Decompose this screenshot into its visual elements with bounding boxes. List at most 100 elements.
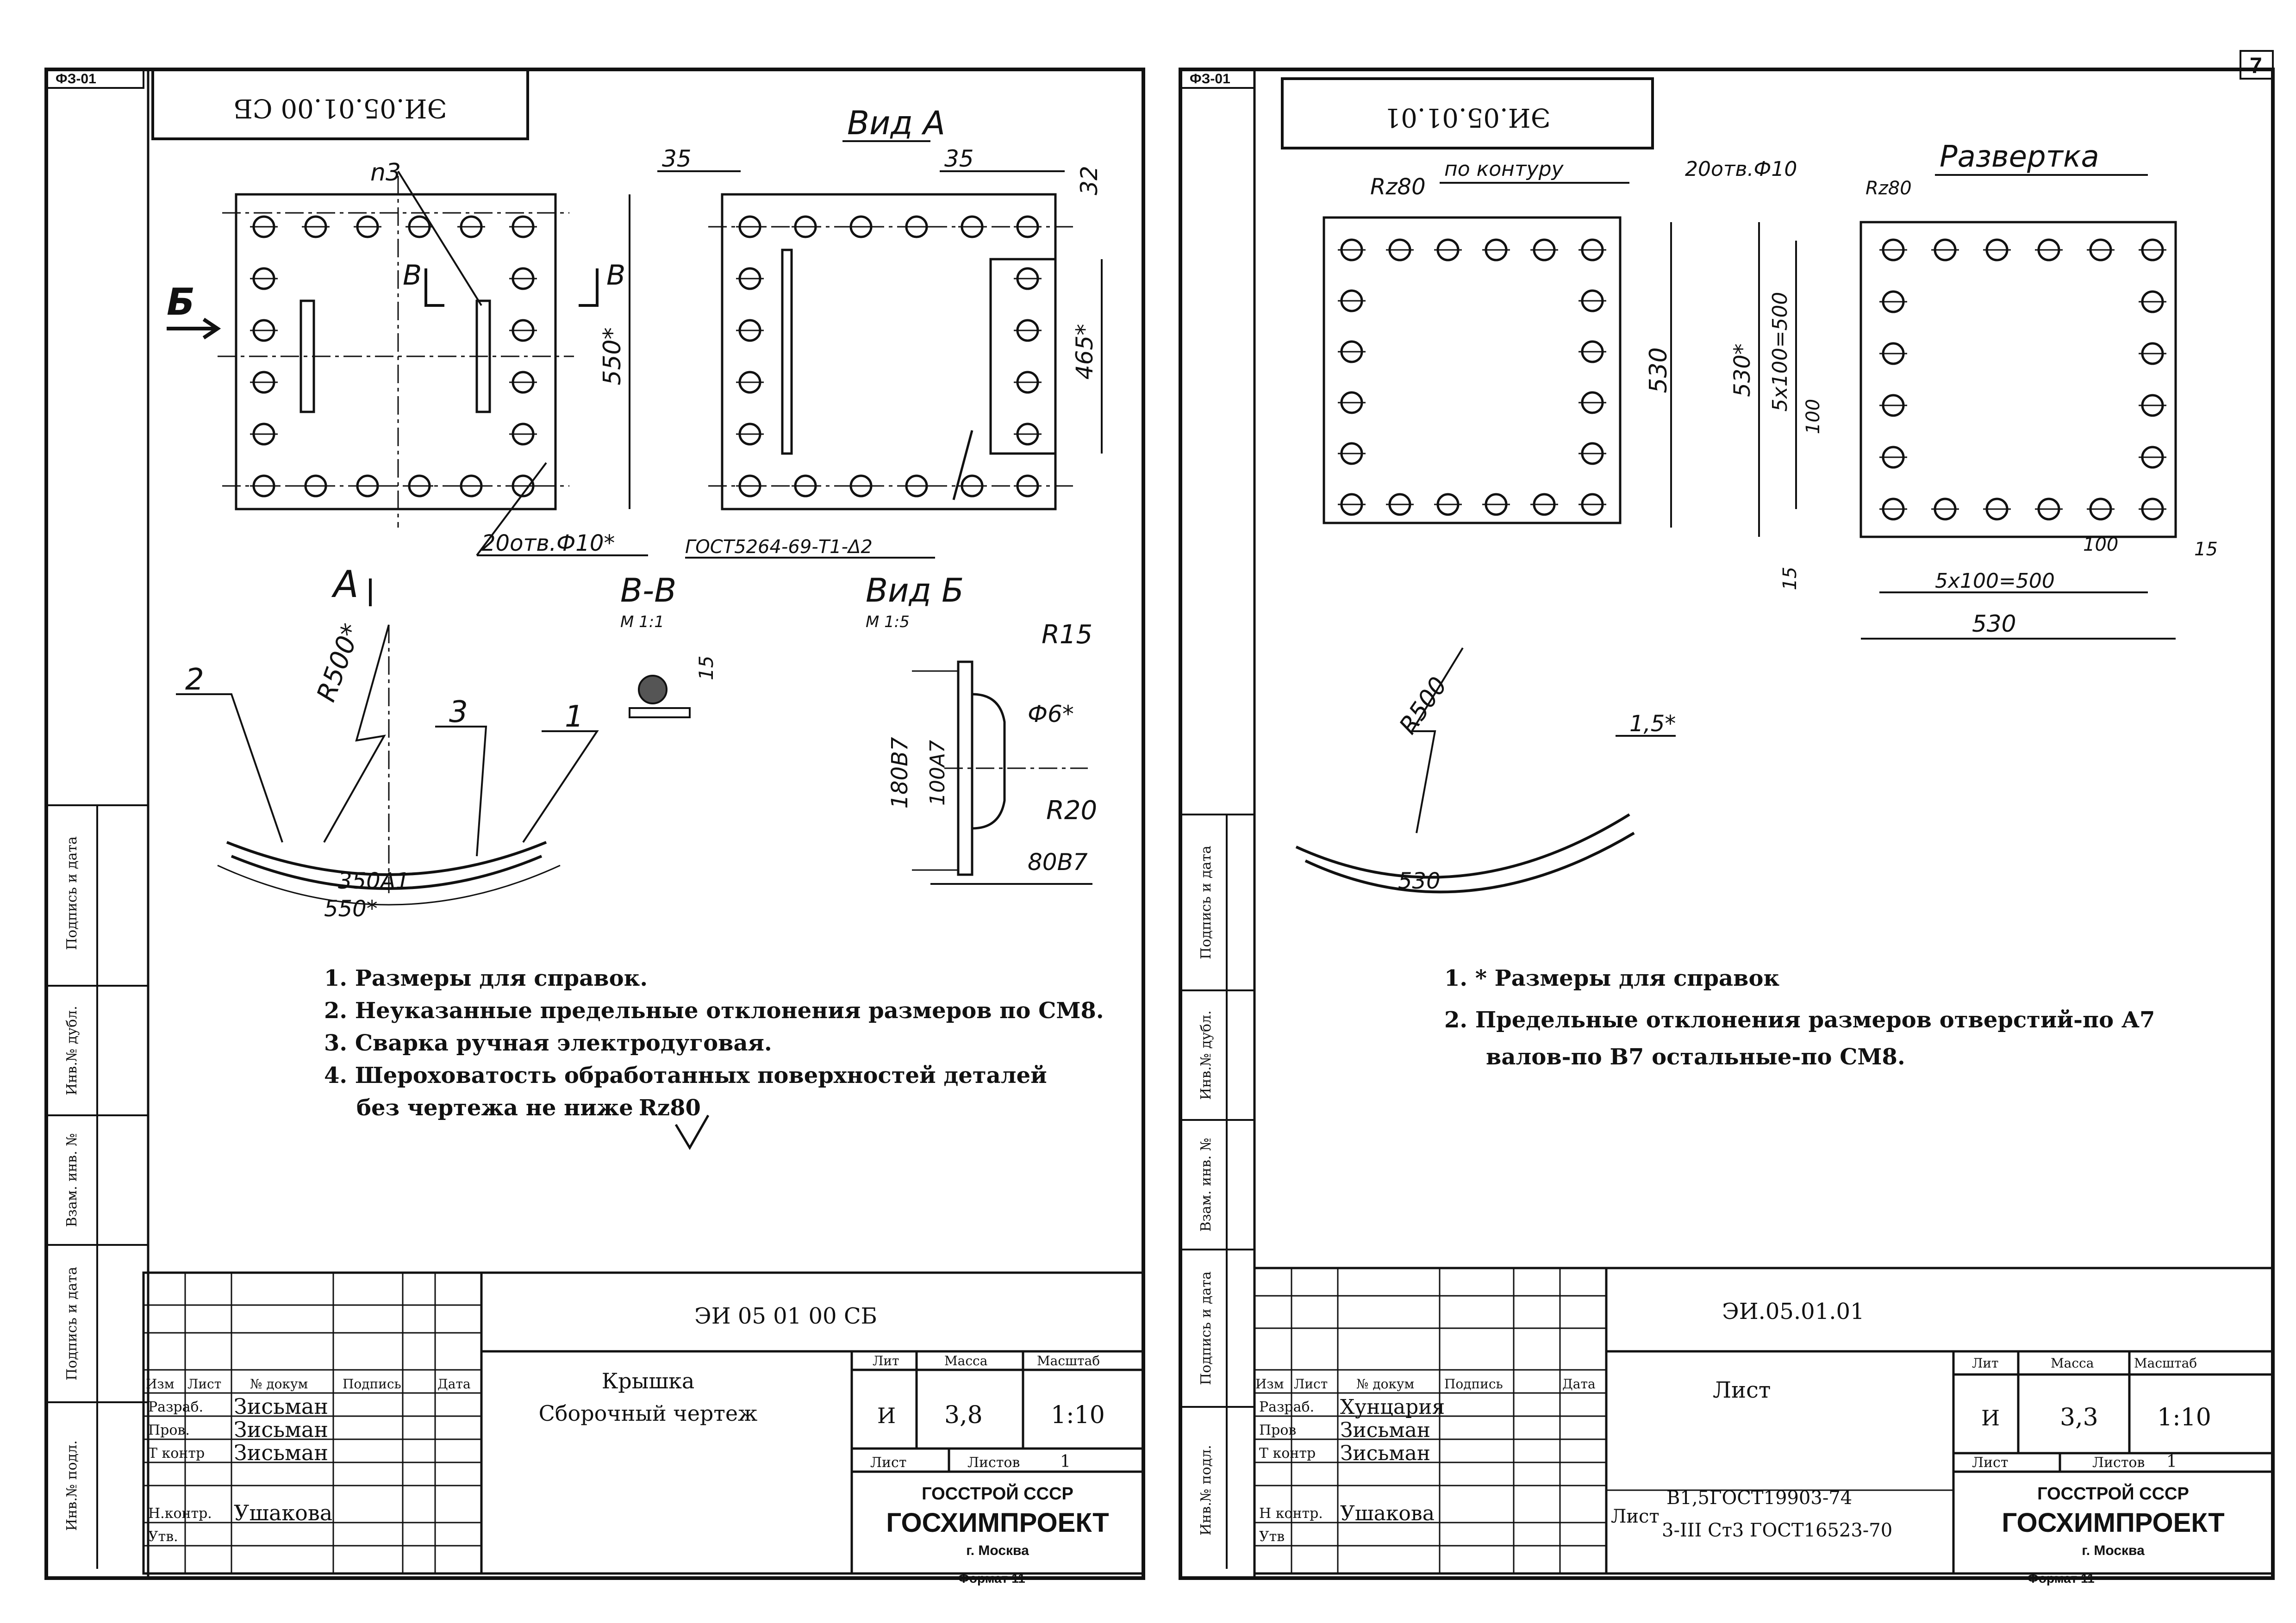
dim-550: 550*: [599, 327, 626, 385]
sheet1-title-text: Изм Лист № докум Подпись Дата Разраб. Пр…: [146, 1303, 1109, 1586]
sheets-label: Листов: [2092, 1455, 2145, 1471]
name-dev: Зисьман: [234, 1394, 328, 1419]
sheet-2: [1179, 50, 2275, 1580]
role-check: Пров: [1259, 1422, 1296, 1438]
col-doc: № докум: [250, 1376, 308, 1392]
role-tcontr: Т контр: [1259, 1445, 1316, 1461]
col-sign: Подпись: [1444, 1376, 1503, 1392]
role-approve: Утв.: [148, 1529, 178, 1545]
role-check: Пров.: [148, 1422, 190, 1438]
scale-value: 1:10: [2157, 1404, 2211, 1431]
sheet1-plate-holes: [250, 215, 537, 497]
col-list: Лист: [187, 1376, 221, 1392]
side-label: Подпись и дата: [1198, 1271, 1214, 1385]
r15: R15: [1042, 620, 1092, 650]
role-dev: Разраб.: [1259, 1399, 1314, 1415]
note-2: 2. Предельные отклонения размеров отверс…: [1444, 1007, 2155, 1033]
section-bb-scale: М 1:1: [620, 613, 664, 631]
material-top: В1,5ГОСТ19903-74: [1666, 1487, 1852, 1509]
doc-number: ЭИ.05.01.01: [1722, 1299, 1865, 1325]
sheet2-title-block: [1253, 1267, 2274, 1575]
dim-35-right: 35: [944, 145, 974, 172]
view-a-title: Вид А: [847, 104, 945, 142]
dim-32: 32: [1076, 166, 1103, 195]
label-contour: по контуру: [1444, 157, 1564, 181]
role-tcontr: Т контр: [148, 1445, 205, 1461]
org-1: ГОССТРОЙ СССР: [922, 1483, 1073, 1504]
section-bb-rod: [638, 675, 668, 704]
role-dev: Разраб.: [148, 1399, 203, 1415]
sheet-label: Лист: [1972, 1455, 2008, 1471]
arrow-v2-label: В: [606, 259, 625, 292]
sheet1-view-a-holes: [736, 215, 1042, 497]
label-rz: Rz80: [1370, 174, 1426, 200]
sheets-label: Листов: [967, 1455, 1020, 1471]
thick: 1,5*: [1629, 711, 1676, 737]
sheet1-view-b: [912, 660, 1088, 876]
note-3: 3. Сварка ручная электродуговая.: [324, 1030, 772, 1056]
label-gost-weld: ГОСТ5264-69-Т1-Δ2: [685, 536, 873, 558]
part-2: 2: [185, 663, 204, 697]
sheet1-notes: 1. Размеры для справок. 2. Неуказанные п…: [324, 965, 1104, 1150]
arrow-v1-label: В: [403, 259, 422, 292]
sheet2-razvertka-holes: [1879, 238, 2166, 521]
side-label: Подпись и дата: [64, 1267, 80, 1380]
name-tcontr: Зисьман: [234, 1440, 328, 1465]
name-dev: Хунцария: [1340, 1395, 1445, 1419]
scale-label: Масштаб: [2134, 1356, 2197, 1371]
note-1: 1. * Размеры для справок: [1444, 965, 1779, 991]
sheet2-plate: [1323, 216, 1622, 524]
format: Формат 11: [2028, 1571, 2095, 1586]
sheet-label: Лист: [870, 1455, 906, 1471]
dim-5x100-h: 5х100=500: [1935, 569, 2055, 593]
dim-530-arc: 530: [1398, 868, 1441, 894]
arrow-b-label: Б: [167, 280, 195, 323]
dim-350: 350А1: [338, 868, 410, 894]
section-bb-title: В-В: [620, 572, 676, 609]
sheet2-side-labels: Подпись и дата Инв.№ дубл. Взам. инв. № …: [1198, 846, 1214, 1536]
col-izm: Изм: [146, 1376, 174, 1392]
sheet2-notes: 1. * Размеры для справок 2. Предельные о…: [1444, 965, 2155, 1070]
title-line1: Крышка: [602, 1368, 695, 1393]
label-holes-2: 20отв.Ф10: [1685, 157, 1797, 181]
name-check: Зисьман: [234, 1417, 328, 1442]
sheet2-stamp-mirrored: ЭИ.05.01.01: [1385, 102, 1551, 132]
sheet2-title-text: Изм Лист № докум Подпись Дата Разраб. Пр…: [1255, 1299, 2225, 1586]
city: г. Москва: [2082, 1543, 2145, 1558]
sheet1-corner-code: ФЗ-01: [56, 71, 96, 87]
lit-value: И: [877, 1403, 896, 1428]
city: г. Москва: [966, 1543, 1029, 1558]
dim-100: 100А7: [926, 740, 949, 806]
scale-label: Масштаб: [1037, 1353, 1100, 1368]
side-label: Инв.№ дубл.: [64, 1006, 80, 1095]
view-b-title: Вид Б: [866, 572, 964, 609]
lit-value: И: [1981, 1405, 2000, 1430]
col-list: Лист: [1294, 1376, 1328, 1392]
doc-number: ЭИ 05 01 00 СБ: [694, 1303, 877, 1329]
col-sign: Подпись: [343, 1376, 401, 1392]
dim-465: 465*: [1071, 324, 1098, 379]
sheet2-corner-code: ФЗ-01: [1190, 71, 1230, 87]
sheet1-arc-section: [217, 841, 561, 906]
material-bottom: 3-III Ст3 ГОСТ16523-70: [1662, 1520, 1892, 1541]
dim-80: 80В7: [1028, 849, 1088, 876]
side-label: Подпись и дата: [1198, 846, 1214, 959]
col-doc: № докум: [1356, 1376, 1414, 1392]
weld-15: 15: [695, 656, 718, 680]
side-label: Подпись и дата: [64, 836, 80, 950]
side-label: Взам. инв. №: [64, 1133, 80, 1227]
mass-label: Масса: [944, 1353, 987, 1368]
arrow-a-label: А: [331, 563, 359, 606]
org-1: ГОССТРОЙ СССР: [2037, 1483, 2189, 1504]
sheet1-side-labels: Подпись и дата Инв.№ дубл. Взам. инв. № …: [64, 836, 80, 1531]
dim-15-v: 15: [1779, 567, 1801, 591]
dim-100-h: 100: [2083, 534, 2118, 555]
role-approve: Утв: [1259, 1529, 1285, 1545]
org-2: ГОСХИМПРОЕКТ: [2002, 1508, 2224, 1538]
label-rz2: Rz80: [1866, 178, 1912, 199]
note-3: валов-по В7 остальные-по СМ8.: [1486, 1044, 1905, 1070]
org-2: ГОСХИМПРОЕКТ: [886, 1508, 1109, 1538]
side-label: Инв.№ дубл.: [1198, 1010, 1214, 1100]
mass-label: Масса: [2051, 1356, 2094, 1371]
